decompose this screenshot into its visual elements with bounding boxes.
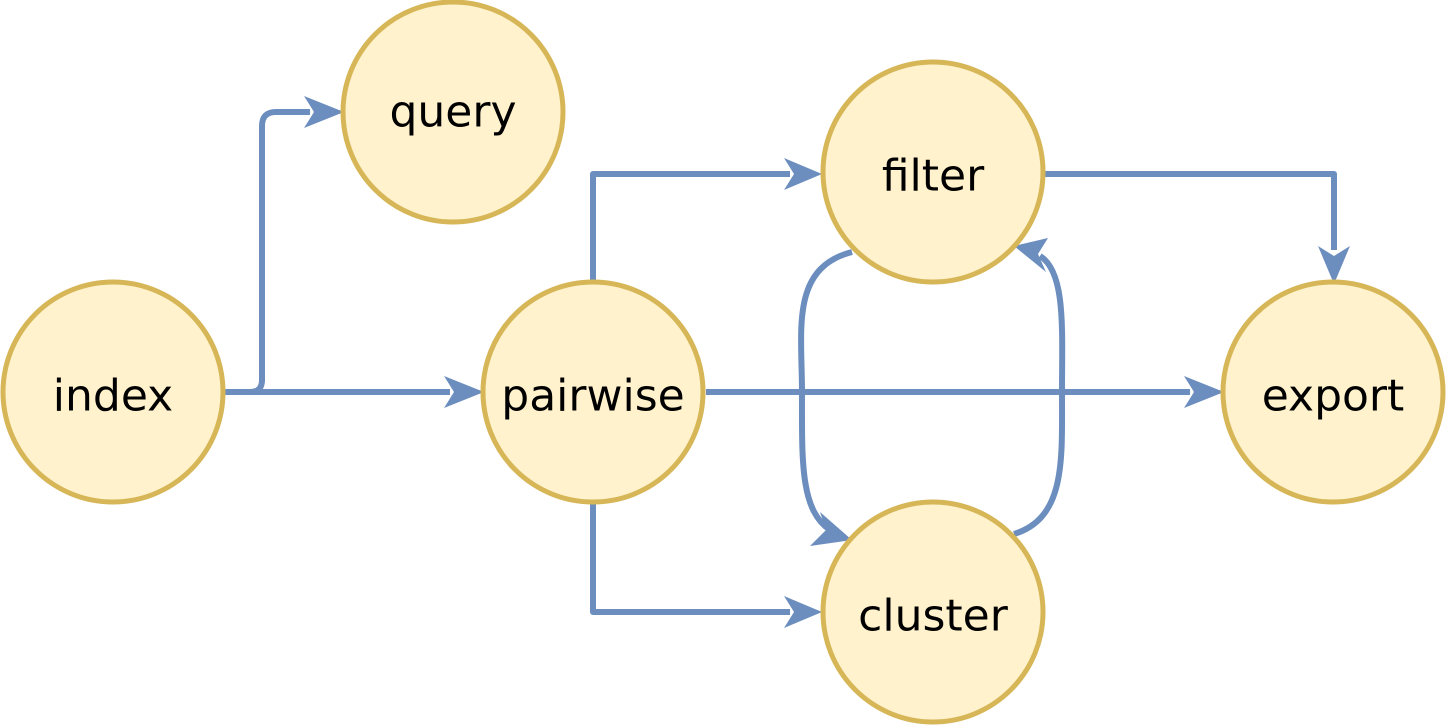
node-pairwise-label: pairwise xyxy=(501,371,684,422)
node-query-circle xyxy=(340,0,566,225)
node-pairwise-circle xyxy=(480,279,706,505)
node-index-circle xyxy=(0,279,226,505)
node-export-label: export xyxy=(1262,371,1405,422)
node-filter[interactable]: filter xyxy=(820,59,1046,285)
edge-filter-to-export xyxy=(1044,171,1350,284)
node-pairwise[interactable]: pairwise xyxy=(480,279,706,505)
edge-pairwise-to-export xyxy=(706,376,1224,408)
edge-index-to-pairwise xyxy=(224,376,484,408)
node-query-label: query xyxy=(389,87,516,138)
node-query[interactable]: query xyxy=(340,0,566,225)
node-cluster[interactable]: cluster xyxy=(820,499,1046,725)
node-export-circle xyxy=(1220,279,1446,505)
edge-filter-to-cluster xyxy=(798,249,853,546)
node-index[interactable]: index xyxy=(0,279,226,505)
edge-pairwise-to-cluster xyxy=(590,504,822,628)
node-export[interactable]: export xyxy=(1220,279,1446,505)
node-filter-circle xyxy=(820,59,1046,285)
node-index-label: index xyxy=(53,371,173,422)
edge-cluster-to-filter xyxy=(1013,238,1066,537)
node-filter-label: filter xyxy=(882,151,985,202)
edge-index-to-query xyxy=(224,96,344,395)
node-cluster-label: cluster xyxy=(858,591,1009,642)
edges xyxy=(224,96,1350,628)
node-cluster-circle xyxy=(820,499,1046,725)
edge-pairwise-to-filter xyxy=(590,158,822,282)
